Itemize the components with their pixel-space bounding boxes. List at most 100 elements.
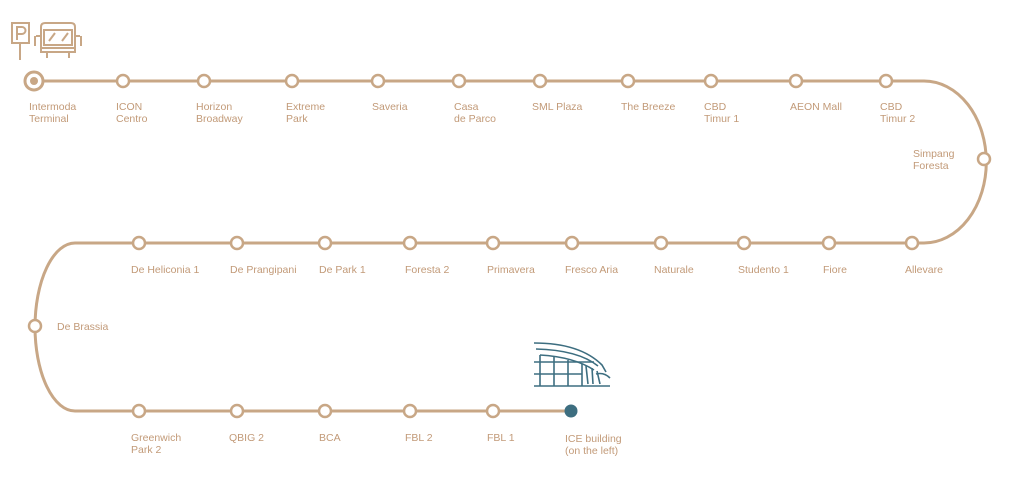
- stop-label-line: AEON Mall: [790, 101, 842, 113]
- stop-label-line: Horizon: [196, 101, 233, 113]
- stop-node-allevare: [904, 235, 920, 251]
- stop-label-de-brassia: De Brassia: [57, 321, 108, 333]
- stop-label-fbl-2: FBL 2: [405, 432, 433, 444]
- stop-node-primavera: [485, 235, 501, 251]
- stop-node-studento-1: [736, 235, 752, 251]
- stop-label-line: De Brassia: [57, 321, 109, 333]
- stop-node-fresco-aria: [564, 235, 580, 251]
- stop-label-line: Fiore: [823, 264, 847, 276]
- stop-node-naturale: [653, 235, 669, 251]
- stop-label-line: Foresta: [913, 160, 949, 172]
- stop-node-the-breeze: [620, 73, 636, 89]
- stop-label-line: Terminal: [29, 113, 69, 125]
- stops-layer: [23, 70, 992, 419]
- route-line: [32, 79, 988, 413]
- stop-label-line: QBIG 2: [229, 432, 265, 444]
- stop-label-line: (on the left): [565, 445, 619, 457]
- stop-label-line: De Prangipani: [230, 264, 297, 276]
- stop-label-line: Primavera: [487, 264, 535, 276]
- stop-label-de-prangipani: De Prangipani: [230, 264, 297, 276]
- stop-label-line: Naturale: [654, 264, 694, 276]
- stop-label-line: FBL 1: [487, 432, 515, 444]
- stop-label-line: Park: [286, 113, 308, 125]
- stop-node-de-brassia: [27, 318, 43, 334]
- stop-label-line: Foresta 2: [405, 264, 450, 276]
- stop-label-line: De Heliconia 1: [131, 264, 200, 276]
- stop-label-line: Timur 1: [704, 113, 740, 125]
- stop-label-line: Greenwich: [131, 432, 182, 444]
- stop-label-qbig-2: QBIG 2: [229, 432, 264, 444]
- stop-node-foresta-2: [402, 235, 418, 251]
- stop-label-allevare: Allevare: [905, 264, 943, 276]
- stop-label-line: CBD: [880, 101, 903, 113]
- stop-label-line: Studento 1: [738, 264, 789, 276]
- stop-label-foresta-2: Foresta 2: [405, 264, 449, 276]
- stop-label-line: de Parco: [454, 113, 497, 125]
- stop-label-primavera: Primavera: [487, 264, 535, 276]
- stop-label-de-heliconia-1: De Heliconia 1: [131, 264, 199, 276]
- stop-label-sml-plaza: SML Plaza: [532, 101, 582, 113]
- stop-label-line: De Park 1: [319, 264, 366, 276]
- stop-label-fiore: Fiore: [823, 264, 847, 276]
- stop-label-line: Intermoda: [29, 101, 77, 113]
- stop-node-cbd-timur-1: [703, 73, 719, 89]
- stop-node-fiore: [821, 235, 837, 251]
- stop-node-de-prangipani: [229, 235, 245, 251]
- stop-label-line: The Breeze: [621, 101, 676, 113]
- stop-label-line: SML Plaza: [532, 101, 583, 113]
- stop-node-icon-centro: [115, 73, 131, 89]
- stop-node-aeon-mall: [788, 73, 804, 89]
- stop-node-fbl-1: [485, 403, 501, 419]
- stop-label-bca: BCA: [319, 432, 341, 444]
- stop-node-de-heliconia-1: [131, 235, 147, 251]
- stop-label-line: FBL 2: [405, 432, 433, 444]
- stop-label-ice-building: ICE building(on the left): [565, 433, 622, 457]
- stop-label-line: Park 2: [131, 444, 162, 456]
- stop-node-simpang-foresta: [976, 151, 992, 167]
- stop-label-line: Casa: [454, 101, 479, 113]
- stop-label-line: CBD: [704, 101, 727, 113]
- stop-node-fbl-2: [402, 403, 418, 419]
- stop-label-aeon-mall: AEON Mall: [790, 101, 842, 113]
- stop-label-line: ICE building: [565, 433, 622, 445]
- stop-label-fresco-aria: Fresco Aria: [565, 264, 618, 276]
- stop-label-line: Centro: [116, 113, 148, 125]
- bus-icon: [34, 22, 82, 58]
- stop-label-line: Broadway: [196, 113, 243, 125]
- stop-label-de-park-1: De Park 1: [319, 264, 366, 276]
- stop-label-line: Saveria: [372, 101, 408, 113]
- stop-label-line: Timur 2: [880, 113, 916, 125]
- parking-sign-icon: [11, 22, 30, 60]
- stop-label-the-breeze: The Breeze: [621, 101, 675, 113]
- stop-node-cbd-timur-2: [878, 73, 894, 89]
- stop-label-line: BCA: [319, 432, 341, 444]
- stop-node-casa-de-parco: [451, 73, 467, 89]
- ice-building-icon: [533, 342, 611, 387]
- stop-node-extreme-park: [284, 73, 300, 89]
- stop-node-sml-plaza: [532, 73, 548, 89]
- stop-node-greenwich-park-2: [131, 403, 147, 419]
- stop-label-line: Extreme: [286, 101, 326, 113]
- stop-label-line: ICON: [116, 101, 143, 113]
- stop-label-naturale: Naturale: [654, 264, 694, 276]
- stop-node-intermoda-terminal: [23, 70, 45, 92]
- stop-node-qbig-2: [229, 403, 245, 419]
- stop-node-horizon-broadway: [196, 73, 212, 89]
- stop-node-ice-building: [564, 404, 578, 418]
- stop-label-saveria: Saveria: [372, 101, 408, 113]
- stop-label-studento-1: Studento 1: [738, 264, 789, 276]
- stop-node-de-park-1: [317, 235, 333, 251]
- stop-node-bca: [317, 403, 333, 419]
- stop-label-fbl-1: FBL 1: [487, 432, 515, 444]
- stop-label-line: Allevare: [905, 264, 943, 276]
